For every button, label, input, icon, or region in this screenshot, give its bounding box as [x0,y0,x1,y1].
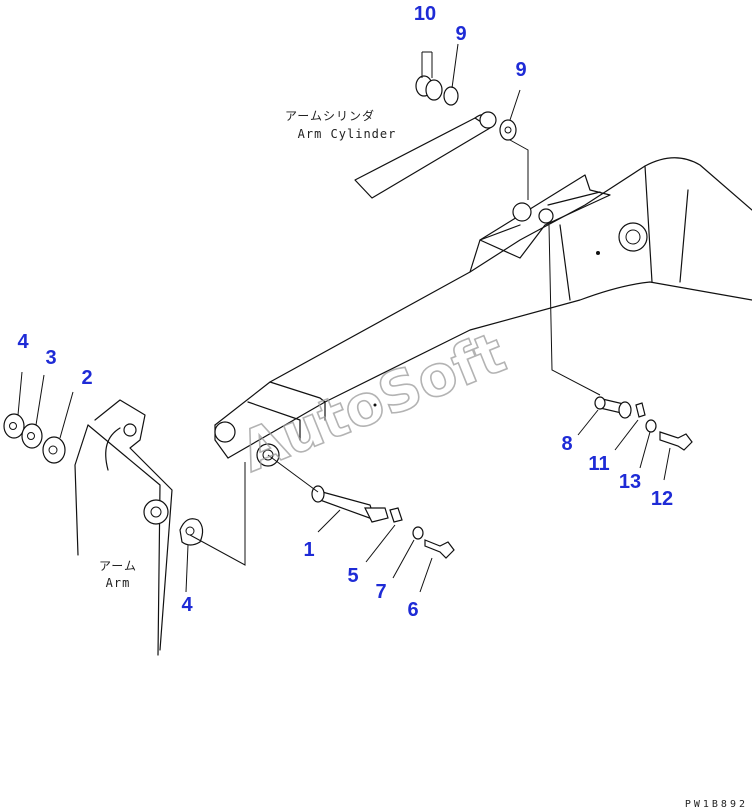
part-7-washer [412,526,424,540]
part-9-washer-upper [443,86,459,106]
callouts: 10 9 9 4 3 2 4 1 5 7 6 8 11 13 12 [17,3,673,621]
callout-11[interactable]: 11 [588,453,609,475]
callout-2[interactable]: 2 [81,367,92,389]
part-5-plate [389,507,403,523]
arm [74,399,173,656]
part-9-washer-right [499,119,517,141]
callout-7[interactable]: 7 [375,581,386,603]
part-10-washers [415,75,443,101]
callout-5[interactable]: 5 [347,565,358,587]
callout-3[interactable]: 3 [45,347,56,369]
callout-8[interactable]: 8 [561,433,572,455]
callout-6[interactable]: 6 [407,599,418,621]
arm-label-en: Arm [106,576,131,590]
part-4-shim-left [3,413,25,439]
callout-9-right[interactable]: 9 [515,59,526,81]
part-8-pin [594,396,632,419]
part-4-shim-right [179,518,204,546]
part-1-pin [311,485,389,523]
callout-10[interactable]: 10 [414,3,436,25]
leader-lines [17,43,671,593]
arm-label-jp: アーム [99,559,137,573]
part-12-bolt [659,431,693,451]
watermark: AutoSoft [232,321,514,486]
arm-cylinder-label-en: Arm Cylinder [298,127,397,141]
boom-foot-boss-left [214,421,236,443]
callout-9-upper[interactable]: 9 [455,23,466,45]
part-11-plate [635,402,646,418]
part-2-shim [42,436,66,464]
callout-12[interactable]: 12 [651,488,673,510]
callout-4-lower[interactable]: 4 [181,594,193,616]
arm-cylinder-label-jp: アームシリンダ [285,108,375,123]
callout-4-left[interactable]: 4 [17,331,29,353]
callout-1[interactable]: 1 [303,539,314,561]
callout-13[interactable]: 13 [619,471,641,493]
part-13-washer [645,419,657,433]
part-6-bolt [424,539,455,559]
arm-cylinder [354,111,497,199]
cylinder-bracket-boss [512,202,532,222]
part-3-shim [21,423,43,449]
drawing-code: PW1B892 [685,799,748,810]
